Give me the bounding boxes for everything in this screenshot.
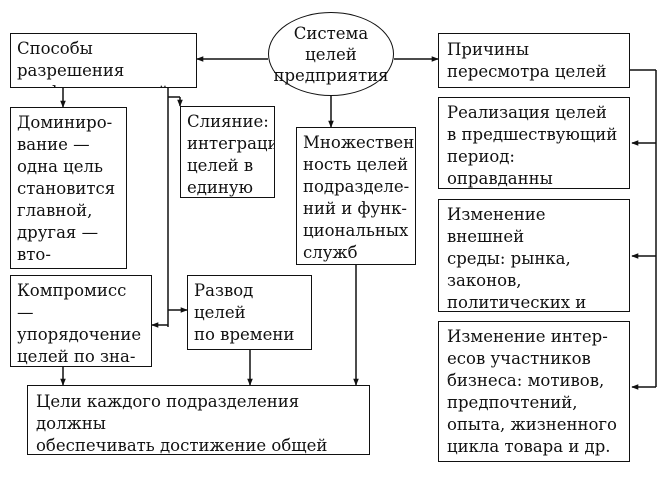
center-ellipse: Система целей предприятия <box>268 12 394 96</box>
reason-participant-interests-box: Изменение интер- есов участников бизнеса… <box>438 321 630 462</box>
reason-external-environment-box: Изменение внешней среды: рынка, законов,… <box>438 199 630 312</box>
reasons-title-box: Причины пересмотра целей <box>438 33 630 88</box>
multiplicity-box: Множествен- ность целей подразделе- ний … <box>296 127 416 265</box>
bottom-goal-box: Цели каждого подразделения должны обеспе… <box>27 385 370 455</box>
domination-box: Доминиро- вание — одна цель становится г… <box>10 107 127 269</box>
separation-box: Развод целей по времени и сферам <box>187 275 312 350</box>
methods-title-box: Способы разрешения конфликта целей <box>10 33 197 88</box>
compromise-box: Компромисс — упорядочение целей по зна- … <box>10 275 152 367</box>
merger-box: Слияние: интеграция целей в единую <box>180 106 275 198</box>
reason-previous-period-box: Реализация целей в предшествующий период… <box>438 97 630 189</box>
